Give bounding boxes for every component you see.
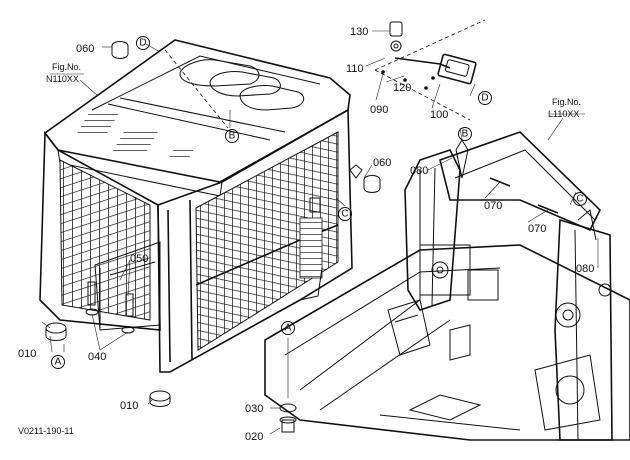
callout-A-frame-letter: A (285, 323, 292, 334)
part-label-070-left: 070 (484, 200, 502, 212)
callout-D-harness: D (478, 91, 492, 105)
callout-B-cab-letter: B (229, 131, 236, 142)
part-label-100: 100 (430, 109, 448, 121)
part-label-120: 120 (393, 82, 411, 94)
fig-ref-left-line2: N110XX (46, 74, 79, 84)
fig-ref-left-line1: Fig.No. (52, 62, 81, 72)
part-label-080-left: 080 (410, 165, 428, 177)
part-label-040: 040 (88, 351, 106, 363)
callout-B-frame: B (458, 127, 472, 141)
drawing-code: V0211-190-11 (18, 426, 74, 436)
part-label-110: 110 (346, 63, 364, 75)
callout-D-cab: D (136, 36, 150, 50)
callout-C-cab: C (338, 207, 352, 221)
figure-reference-right: Fig.No. L110XX (548, 97, 581, 119)
callout-B-frame-letter: B (462, 129, 469, 140)
part-label-130: 130 (350, 26, 368, 38)
callout-A-frame: A (281, 321, 295, 335)
part-label-070-right: 070 (528, 223, 546, 235)
part-label-060-top: 060 (76, 43, 94, 55)
fig-ref-right-line2: L110XX (548, 109, 579, 119)
callout-D-harness-letter: D (481, 93, 488, 104)
part-label-050: 050 (130, 253, 148, 265)
part-label-080-right: 080 (576, 263, 594, 275)
callout-D-cab-letter: D (139, 38, 146, 49)
cab-assembly (39, 39, 363, 373)
figure-reference-left: Fig.No. N110XX (46, 62, 81, 84)
fig-ref-right-line1: Fig.No. (552, 97, 581, 107)
harness-detail (374, 19, 486, 121)
part-label-090: 090 (370, 104, 388, 116)
leader-lines (41, 30, 599, 435)
mounting-hardware (45, 41, 381, 433)
frame-assembly (264, 131, 630, 441)
part-label-030: 030 (245, 403, 263, 415)
callout-A-cab: A (51, 355, 65, 369)
part-label-020: 020 (245, 431, 263, 443)
callout-C-frame: C (573, 192, 587, 206)
part-label-060-right: 060 (373, 157, 391, 169)
part-label-010-left: 010 (18, 348, 36, 360)
callout-A-cab-letter: A (55, 357, 62, 368)
callout-C-cab-letter: C (341, 209, 348, 220)
part-label-010-bottom: 010 (120, 400, 138, 412)
callout-C-frame-letter: C (576, 194, 583, 205)
callout-B-cab: B (225, 129, 239, 143)
